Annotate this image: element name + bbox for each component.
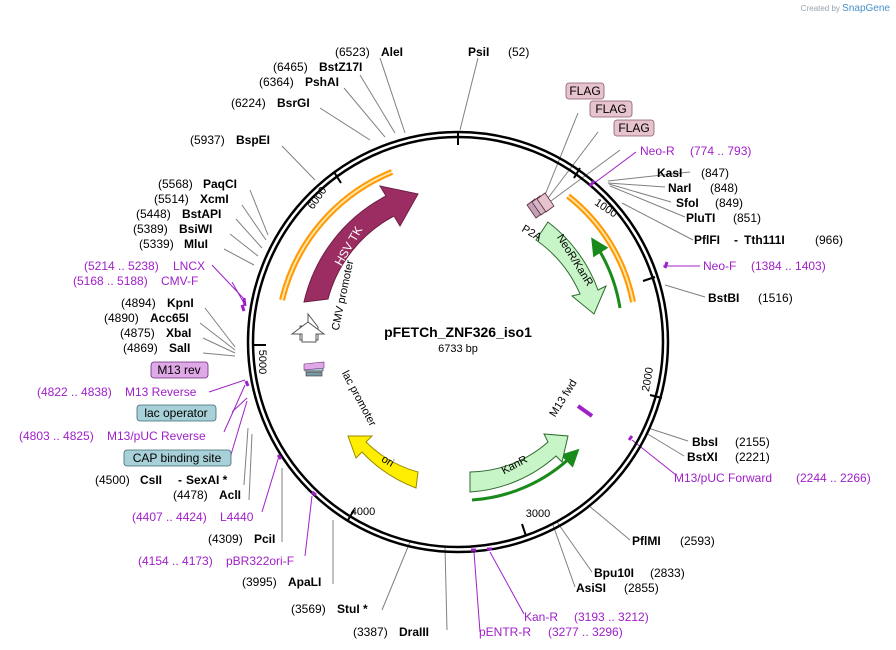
plasmid-size: 6733 bp [438,343,478,355]
cap-binding-site-box[interactable]: CAP binding site [123,449,232,467]
primer-pbr322ori-f[interactable]: (4154 .. 4173)pBR322ori-F [138,554,294,568]
primer-neo-r[interactable]: Neo-R(774 .. 793) [640,144,751,158]
site-bspei[interactable]: (5937)BspEI [190,133,270,147]
tick-marks [254,132,663,537]
primer-labels: Neo-R(774 .. 793) Neo-F(1384 .. 1403) M1… [19,144,871,639]
site-pflmi[interactable]: PflMI(2593) [632,534,715,548]
cmv-promoter-shape[interactable] [290,321,326,343]
site-pcii[interactable]: (4309)PciI [208,532,275,546]
ori-label: ori [379,453,396,470]
neor-kanr-feature[interactable] [535,221,607,315]
site-bsiwi[interactable]: (5389)BsiWI [133,222,212,236]
cap-binding-site-label: CAP binding site [133,451,222,465]
lac-operator-box[interactable]: lac operator [136,404,217,422]
primer-m13-puc-forward[interactable]: M13/pUC Forward(2244 .. 2266) [674,471,871,485]
flag-box-3[interactable]: FLAG [613,119,655,137]
site-stui[interactable]: (3569)StuI * [291,602,368,616]
tick-4000: 4000 [351,506,375,518]
flag-label-3: FLAG [618,121,649,135]
tick-5000: 5000 [256,350,268,374]
lac-operator-label: lac operator [144,406,207,420]
lac-promoter-label: lac promoter [339,369,378,429]
site-paqci[interactable]: (5568)PaqCI [158,177,237,191]
primer-kan-r[interactable]: Kan-R(3193 .. 3212) [524,610,649,624]
orf-arcs [279,169,636,303]
tick-2000: 2000 [640,366,656,392]
site-csii-sexai[interactable]: (4500)CsII-SexAI * [95,473,228,487]
site-bstapi[interactable]: (5448)BstAPI [136,207,221,221]
site-acc65i[interactable]: (4890)Acc65I [104,311,189,325]
site-bstbi[interactable]: BstBI(1516) [708,291,793,305]
m13-fwd-feature[interactable] [576,404,594,418]
site-apali[interactable]: (3995)ApaLI [242,575,321,589]
site-sali[interactable]: (4869)SalI [123,341,190,355]
primer-marks [240,180,669,552]
site-nari[interactable]: NarI(848) [668,181,738,195]
site-pluti[interactable]: PluTI(851) [686,211,761,225]
site-kasi[interactable]: KasI(847) [657,166,729,180]
tick-1000: 1000 [592,197,619,221]
site-kpni[interactable]: (4894)KpnI [121,296,194,310]
primer-m13-puc-reverse[interactable]: (4803 .. 4825)M13/pUC Reverse [19,429,206,443]
site-draiii[interactable]: (3387)DraIII [353,625,429,639]
site-labels-right: KasI(847) NarI(848) SfoI(849) PluTI(851)… [576,166,843,595]
site-pshai[interactable]: (6364)PshAI [259,75,339,89]
p2a-flag-features[interactable] [526,192,555,219]
flag-label-2: FLAG [595,102,626,116]
tick-3000: 3000 [526,508,550,520]
primer-cmv-f[interactable]: (5168 .. 5188)CMV-F [73,274,198,288]
hsv-tk-feature[interactable] [303,185,419,303]
m13-rev-label: M13 rev [157,363,200,377]
leader-lines [199,57,706,631]
kanr-feature[interactable] [469,433,569,493]
site-alei[interactable]: (6523)AleI [335,45,403,59]
site-xbai[interactable]: (4875)XbaI [120,326,191,340]
tick-6000: 6000 [306,185,330,212]
plasmid-name: pFETCh_ZNF326_iso1 [384,324,532,340]
green-orf-arcs [471,237,622,502]
watermark-prefix: Created by [800,4,840,13]
primer-l4440[interactable]: (4407 .. 4424)L4440 [132,510,254,524]
primer-lncx[interactable]: (5214 .. 5238)LNCX [84,259,205,273]
flag-box-1[interactable]: FLAG [565,82,605,100]
flag-label-1: FLAG [569,84,600,98]
watermark-product: SnapGene [842,3,890,14]
ori-feature[interactable] [347,435,419,489]
site-mlui[interactable]: (5339)MluI [139,237,208,251]
site-bpu10i[interactable]: Bpu10I(2833) [594,566,685,580]
m13-rev-box[interactable]: M13 rev [150,361,209,379]
site-asisi[interactable]: AsiSI(2855) [576,581,659,595]
snapgene-watermark: Created by SnapGene [801,3,890,14]
site-acli[interactable]: (4478)AclI [173,488,241,502]
site-labels-left: (6523)AleI PsiI(52) (6465)BstZ17I (6364)… [95,45,529,639]
site-psii[interactable]: PsiI(52) [468,45,529,59]
site-bstz17i[interactable]: (6465)BstZ17I [273,60,362,74]
site-bstxi[interactable]: BstXI(2221) [687,450,770,464]
m13-fwd-label: M13 fwd [547,378,579,420]
primer-neo-f[interactable]: Neo-F(1384 .. 1403) [703,259,826,273]
site-pflfi-tth111i[interactable]: PflFI-Tth111I(966) [694,233,843,247]
primer-pentr-r[interactable]: pENTR-R(3277 .. 3296) [479,625,623,639]
site-xcmi[interactable]: (5514)XcmI [154,192,229,206]
site-bbsi[interactable]: BbsI(2155) [692,435,770,449]
primer-m13-reverse[interactable]: (4822 .. 4838)M13 Reverse [37,385,197,399]
lac-promoter-feature[interactable] [303,361,325,377]
site-bsrgi[interactable]: (6224)BsrGI [231,96,310,110]
flag-box-2[interactable]: FLAG [589,100,633,118]
site-sfoi[interactable]: SfoI(849) [676,196,743,210]
